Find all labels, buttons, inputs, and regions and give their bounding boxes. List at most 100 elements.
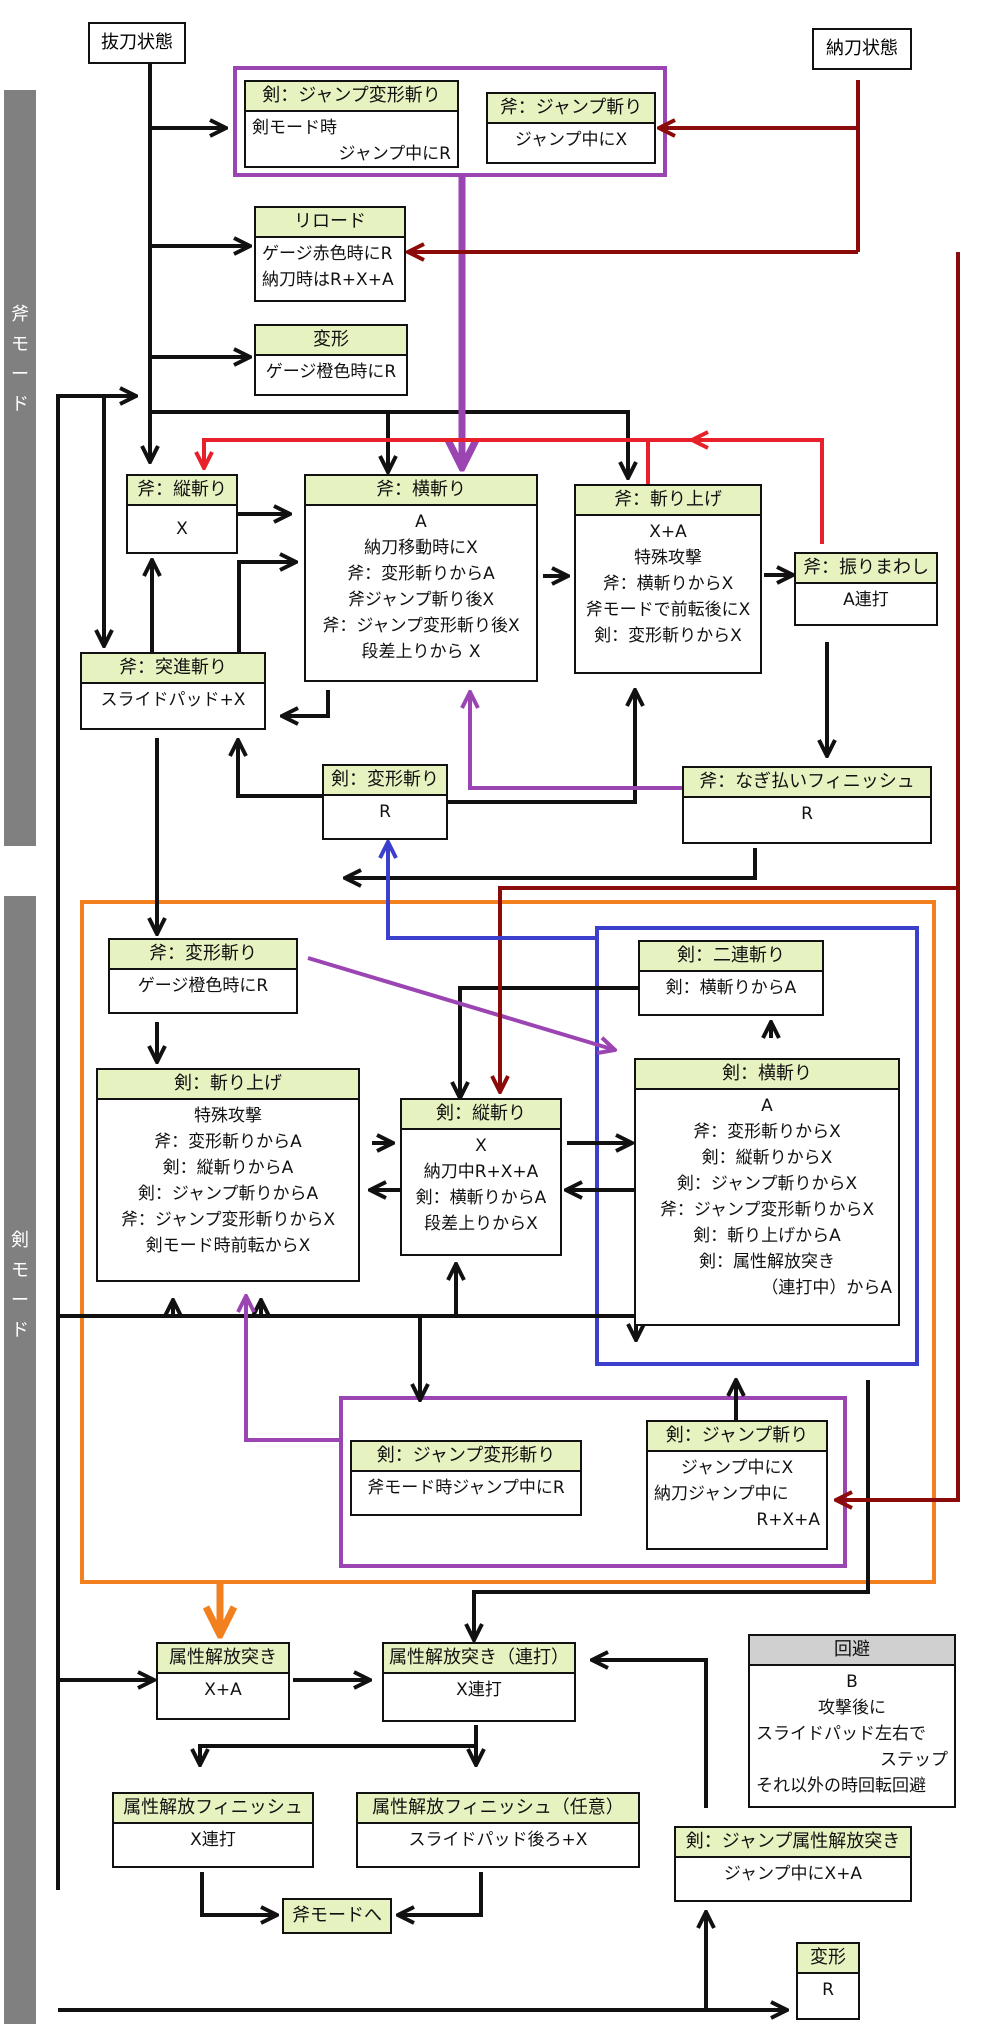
node-sword-jump-transform-top: 剣：ジャンプ変形斬り 剣モード時 ジャンプ中にR bbox=[244, 80, 459, 168]
node-line: 斧：横斬りからX bbox=[602, 574, 734, 594]
node-line: X bbox=[176, 519, 188, 539]
node-line: 斧モードで前転後にX bbox=[585, 600, 751, 620]
node-line: （連打中）からA bbox=[761, 1278, 892, 1298]
batto-state-box: 抜刀状態 bbox=[88, 22, 186, 64]
node-line: 剣：ジャンプ斬りからX bbox=[676, 1174, 858, 1194]
blue-arrow bbox=[388, 842, 597, 940]
node-axe-vertical: 斧：縦斬り X bbox=[126, 474, 238, 554]
node-title: 斧：なぎ払いフィニッシュ bbox=[684, 768, 930, 798]
node-line: スライドパッド左右で bbox=[756, 1724, 926, 1744]
node-line: 納刀時はR+X+A bbox=[262, 270, 394, 290]
node-title: 剣：横斬り bbox=[636, 1060, 898, 1090]
node-title: 剣：ジャンプ変形斬り bbox=[352, 1442, 580, 1472]
node-line: 剣：ジャンプ斬りからA bbox=[137, 1184, 319, 1204]
node-line: 剣：斬り上げからA bbox=[693, 1226, 841, 1246]
node-title: 剣：斬り上げ bbox=[98, 1070, 358, 1100]
node-line: 斧：変形斬りからA bbox=[347, 564, 495, 584]
node-line: R bbox=[379, 802, 391, 822]
node-line: 剣：横斬りからA bbox=[665, 978, 797, 998]
node-line: 剣：縦斬りからX bbox=[701, 1148, 833, 1168]
node-line: 剣モード時 bbox=[252, 118, 337, 138]
node-axe-rush: 斧：突進斬り スライドパッド+X bbox=[80, 652, 266, 730]
sword-mode-char-4: ド bbox=[11, 1320, 29, 1341]
node-title: 斧：斬り上げ bbox=[576, 486, 760, 516]
node-line: 斧ジャンプ斬り後X bbox=[347, 590, 495, 610]
node-axe-swing: 斧：振りまわし A連打 bbox=[794, 552, 938, 626]
node-elem-finish-optional: 属性解放フィニッシュ（任意） スライドパッド後ろ+X bbox=[356, 1792, 640, 1868]
node-title: 回避 bbox=[750, 1636, 954, 1666]
node-title: 属性解放フィニッシュ bbox=[114, 1794, 312, 1824]
node-line: ゲージ橙色時にR bbox=[137, 976, 269, 996]
node-sword-jump-transform: 剣：ジャンプ変形斬り 斧モード時ジャンプ中にR bbox=[350, 1440, 582, 1516]
sword-mode-char-1: 剣 bbox=[11, 1230, 29, 1251]
node-line: 納刀移動時にX bbox=[364, 538, 478, 558]
node-sword-jump-elem: 剣：ジャンプ属性解放突き ジャンプ中にX+A bbox=[674, 1826, 912, 1902]
node-line: X bbox=[475, 1136, 487, 1156]
node-axe-upswing: 斧：斬り上げ X+A 特殊攻撃 斧：横斬りからX 斧モードで前転後にX 剣：変形… bbox=[574, 484, 762, 674]
node-line: X+A bbox=[649, 522, 687, 542]
node-line: X連打 bbox=[456, 1680, 502, 1700]
sword-mode-bar: 剣 モ ー ド bbox=[4, 896, 36, 2024]
node-line: 攻撃後に bbox=[818, 1698, 886, 1718]
node-title: 剣：ジャンプ属性解放突き bbox=[676, 1828, 910, 1858]
node-line: ジャンプ中にX bbox=[514, 130, 628, 150]
node-axe-jump-slash: 斧：ジャンプ斬り ジャンプ中にX bbox=[486, 92, 656, 164]
axe-mode-char-2: モ bbox=[11, 334, 29, 355]
darkred-arrows bbox=[408, 80, 960, 1500]
node-line: 斧：変形斬りからX bbox=[693, 1122, 841, 1142]
node-title: 剣：変形斬り bbox=[324, 766, 446, 796]
node-axe-sweep-finish: 斧：なぎ払いフィニッシュ R bbox=[682, 766, 932, 844]
node-line: 剣：横斬りからA bbox=[415, 1188, 547, 1208]
node-line: 斧：ジャンプ変形斬り後X bbox=[322, 616, 520, 636]
node-line: それ以外の時回転回避 bbox=[756, 1776, 926, 1796]
purple-arrows bbox=[246, 177, 682, 1442]
axe-mode-char-4: ド bbox=[11, 394, 29, 415]
node-line: 段差上りからX bbox=[424, 1214, 538, 1234]
node-sword-jump-slash: 剣：ジャンプ斬り ジャンプ中にX 納刀ジャンプ中に R+X+A bbox=[646, 1420, 828, 1550]
node-line: スライドパッド+X bbox=[100, 690, 246, 710]
sword-mode-char-3: ー bbox=[11, 1290, 29, 1311]
node-line: X+A bbox=[204, 1680, 242, 1700]
node-sword-upswing: 剣：斬り上げ 特殊攻撃 斧：変形斬りからA 剣：縦斬りからA 剣：ジャンプ斬りか… bbox=[96, 1068, 360, 1282]
node-line: R bbox=[801, 804, 813, 824]
node-line: ジャンプ中にR bbox=[338, 144, 451, 164]
node-title: 斧：変形斬り bbox=[110, 940, 296, 970]
node-title: 変形 bbox=[798, 1944, 858, 1974]
node-title: 剣：ジャンプ斬り bbox=[648, 1422, 826, 1452]
node-line: ゲージ橙色時にR bbox=[265, 362, 397, 382]
node-line: A bbox=[761, 1096, 773, 1116]
node-sword-horizontal: 剣：横斬り A 斧：変形斬りからX 剣：縦斬りからX 剣：ジャンプ斬りからX 斧… bbox=[634, 1058, 900, 1326]
node-line: A連打 bbox=[843, 590, 889, 610]
node-line: 納刀ジャンプ中に bbox=[654, 1484, 789, 1504]
node-title: 斧：横斬り bbox=[306, 476, 536, 506]
noto-state-box: 納刀状態 bbox=[812, 28, 912, 70]
node-to-axe-mode: 斧モードへ bbox=[282, 1898, 392, 1934]
red-arrows bbox=[204, 440, 824, 544]
node-sword-double: 剣：二連斬り 剣：横斬りからA bbox=[638, 940, 824, 1016]
node-elem-thrust-rapid: 属性解放突き（連打） X連打 bbox=[382, 1642, 576, 1722]
node-line: 斧モード時ジャンプ中にR bbox=[367, 1478, 565, 1498]
node-line: 斧：ジャンプ変形斬りからX bbox=[120, 1210, 336, 1230]
node-title: 変形 bbox=[256, 326, 406, 356]
node-evade: 回避 B 攻撃後に スライドパッド左右で ステップ それ以外の時回転回避 bbox=[748, 1634, 956, 1808]
node-line: ジャンプ中にX bbox=[680, 1458, 794, 1478]
node-axe-transform: 斧：変形斬り ゲージ橙色時にR bbox=[108, 938, 298, 1014]
axe-mode-char-1: 斧 bbox=[11, 304, 29, 325]
node-title: 斧：突進斬り bbox=[82, 654, 264, 684]
node-line: A bbox=[415, 512, 427, 532]
sword-horizontal-group-frame bbox=[595, 926, 919, 1366]
node-reload: リロード ゲージ赤色時にR 納刀時はR+X+A bbox=[254, 206, 406, 302]
node-axe-horizontal: 斧：横斬り A 納刀移動時にX 斧：変形斬りからA 斧ジャンプ斬り後X 斧：ジャ… bbox=[304, 474, 538, 682]
node-title: 斧モードへ bbox=[284, 1900, 390, 1932]
node-transform: 変形 ゲージ橙色時にR bbox=[254, 324, 408, 396]
node-title: 斧：ジャンプ斬り bbox=[488, 94, 654, 124]
node-title: 剣：縦斬り bbox=[402, 1100, 560, 1130]
sword-mode-char-2: モ bbox=[11, 1260, 29, 1281]
node-line: スライドパッド後ろ+X bbox=[408, 1830, 588, 1850]
node-elem-finish: 属性解放フィニッシュ X連打 bbox=[112, 1792, 314, 1868]
node-sword-vertical: 剣：縦斬り X 納刀中R+X+A 剣：横斬りからA 段差上りからX bbox=[400, 1098, 562, 1256]
node-line: 斧：変形斬りからA bbox=[154, 1132, 302, 1152]
node-line: 納刀中R+X+A bbox=[423, 1162, 539, 1182]
node-line: X連打 bbox=[190, 1830, 236, 1850]
node-line: ジャンプ中にX+A bbox=[723, 1864, 863, 1884]
